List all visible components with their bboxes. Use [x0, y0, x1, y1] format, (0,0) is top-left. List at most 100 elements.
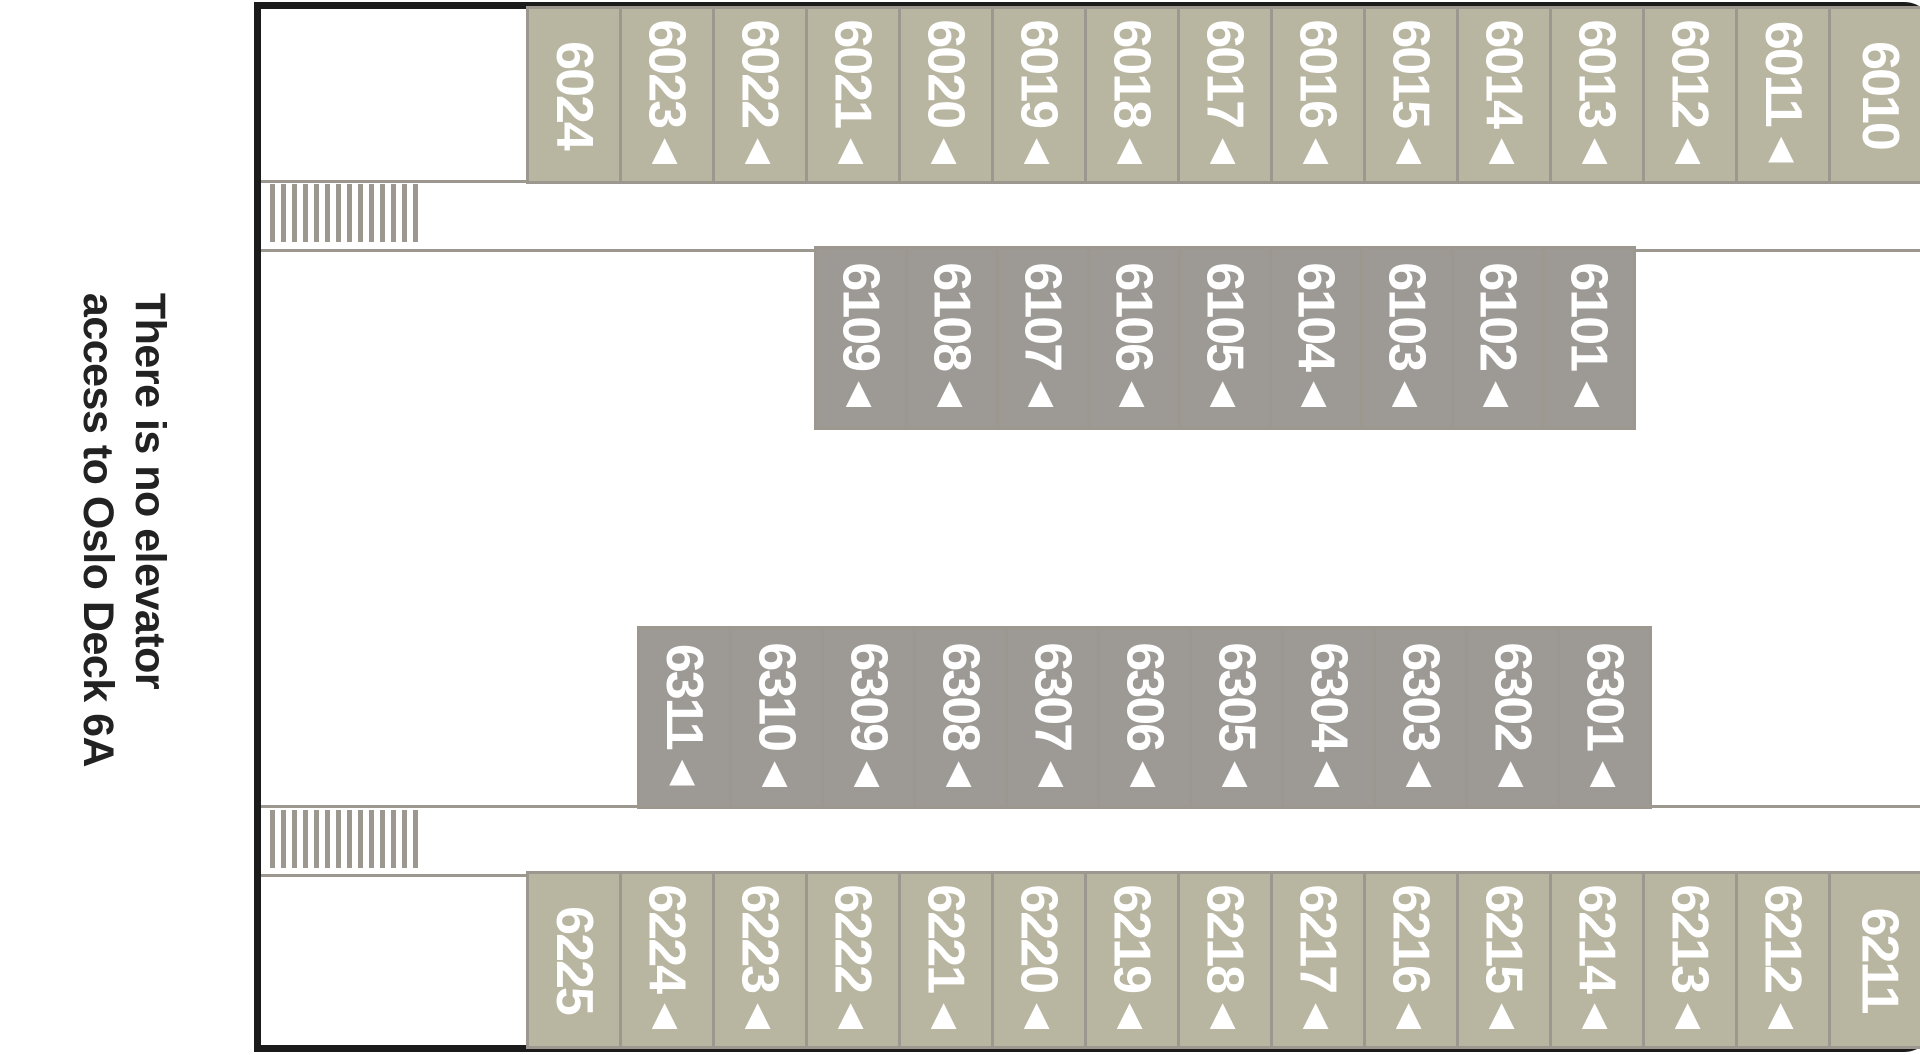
- cabin-6019[interactable]: 6019▲: [991, 6, 1087, 184]
- triangle-icon: ▲: [643, 124, 685, 174]
- cabin-number: 6305: [1207, 641, 1266, 750]
- cabin-number: 6023: [638, 19, 696, 128]
- triangle-icon: ▲: [829, 989, 871, 1039]
- cabin-6306[interactable]: 6306▲: [1097, 626, 1192, 809]
- cabin-6218[interactable]: 6218▲: [1177, 871, 1273, 1049]
- triangle-icon: ▲: [1294, 989, 1336, 1039]
- cabin-6011[interactable]: 6011▲: [1735, 6, 1831, 184]
- triangle-icon: ▲: [1580, 747, 1623, 797]
- cabin-6108[interactable]: 6108▲: [905, 246, 999, 430]
- cabin-6014[interactable]: 6014▲: [1456, 6, 1552, 184]
- cabin-6221[interactable]: 6221▲: [898, 871, 994, 1049]
- cabin-number: 6222: [824, 884, 882, 993]
- cabin-6222[interactable]: 6222▲: [805, 871, 901, 1049]
- cabin-6303[interactable]: 6303▲: [1373, 626, 1468, 809]
- cabin-number: 6218: [1196, 884, 1254, 993]
- cabin-6225[interactable]: 6225: [526, 871, 622, 1049]
- triangle-icon: ▲: [752, 747, 795, 797]
- cabin-number: 6302: [1483, 641, 1542, 750]
- cabin-6109[interactable]: 6109▲: [814, 246, 908, 430]
- cabin-6304[interactable]: 6304▲: [1281, 626, 1376, 809]
- cabin-6102[interactable]: 6102▲: [1451, 246, 1545, 430]
- cabin-number: 6012: [1661, 19, 1719, 128]
- cabin-number: 6304: [1299, 641, 1358, 750]
- cabin-6308[interactable]: 6308▲: [913, 626, 1008, 809]
- cabin-6013[interactable]: 6013▲: [1549, 6, 1645, 184]
- triangle-icon: ▲: [1015, 989, 1057, 1039]
- cabin-number: 6309: [839, 641, 898, 750]
- cabin-number: 6105: [1196, 262, 1254, 371]
- triangle-icon: ▲: [1108, 124, 1150, 174]
- cabin-6223[interactable]: 6223▲: [712, 871, 808, 1049]
- triangle-icon: ▲: [1015, 124, 1057, 174]
- cabin-6224[interactable]: 6224▲: [619, 871, 715, 1049]
- cabin-6305[interactable]: 6305▲: [1189, 626, 1284, 809]
- cabin-6017[interactable]: 6017▲: [1177, 6, 1273, 184]
- cabin-6107[interactable]: 6107▲: [996, 246, 1090, 430]
- corridor-lower: [261, 805, 1920, 874]
- cabin-6220[interactable]: 6220▲: [991, 871, 1087, 1049]
- cabin-6311[interactable]: 6311▲: [637, 626, 732, 809]
- cabin-6021[interactable]: 6021▲: [805, 6, 901, 184]
- triangle-icon: ▲: [1028, 747, 1071, 797]
- cabin-6302[interactable]: 6302▲: [1465, 626, 1560, 809]
- triangle-icon: ▲: [1294, 124, 1336, 174]
- cabin-number: 6015: [1382, 19, 1440, 128]
- cabin-6103[interactable]: 6103▲: [1360, 246, 1454, 430]
- cabin-number: 6225: [545, 906, 603, 1014]
- cabin-6010[interactable]: 6010: [1828, 6, 1920, 184]
- cabin-6020[interactable]: 6020▲: [898, 6, 994, 184]
- cabin-6307[interactable]: 6307▲: [1005, 626, 1100, 809]
- triangle-icon: ▲: [1488, 747, 1531, 797]
- triangle-icon: ▲: [1212, 747, 1255, 797]
- cabin-6310[interactable]: 6310▲: [729, 626, 824, 809]
- cabin-number: 6109: [832, 262, 890, 371]
- triangle-icon: ▲: [1201, 367, 1243, 417]
- cabin-number: 6223: [731, 884, 789, 993]
- triangle-icon: ▲: [643, 989, 685, 1039]
- cabin-6015[interactable]: 6015▲: [1363, 6, 1459, 184]
- stairs-upper: [266, 184, 446, 242]
- triangle-icon: ▲: [1019, 367, 1061, 417]
- stairs-lower: [266, 810, 446, 868]
- cabin-6018[interactable]: 6018▲: [1084, 6, 1180, 184]
- triangle-icon: ▲: [922, 124, 964, 174]
- triangle-icon: ▲: [1666, 989, 1708, 1039]
- cabin-number: 6310: [747, 641, 806, 750]
- cabin-6022[interactable]: 6022▲: [712, 6, 808, 184]
- triangle-icon: ▲: [660, 745, 703, 795]
- triangle-icon: ▲: [1565, 367, 1607, 417]
- triangle-icon: ▲: [1573, 989, 1615, 1039]
- cabin-6016[interactable]: 6016▲: [1270, 6, 1366, 184]
- triangle-icon: ▲: [844, 747, 887, 797]
- cabin-6101[interactable]: 6101▲: [1542, 246, 1636, 430]
- cabin-6214[interactable]: 6214▲: [1549, 871, 1645, 1049]
- cabin-number: 6217: [1289, 884, 1347, 993]
- cabin-6012[interactable]: 6012▲: [1642, 6, 1738, 184]
- cabin-6216[interactable]: 6216▲: [1363, 871, 1459, 1049]
- cabin-6024[interactable]: 6024: [526, 6, 622, 184]
- triangle-icon: ▲: [1304, 747, 1347, 797]
- cabin-number: 6108: [923, 262, 981, 371]
- cabin-6301[interactable]: 6301▲: [1557, 626, 1652, 809]
- cabin-6215[interactable]: 6215▲: [1456, 871, 1552, 1049]
- cabin-number: 6101: [1560, 262, 1618, 371]
- cabin-6104[interactable]: 6104▲: [1269, 246, 1363, 430]
- cabin-6211[interactable]: 6211: [1828, 871, 1920, 1049]
- triangle-icon: ▲: [1396, 747, 1439, 797]
- cabin-number: 6104: [1287, 262, 1345, 371]
- cabin-6217[interactable]: 6217▲: [1270, 871, 1366, 1049]
- cabin-number: 6221: [917, 884, 975, 993]
- cabin-6105[interactable]: 6105▲: [1178, 246, 1272, 430]
- cabin-6023[interactable]: 6023▲: [619, 6, 715, 184]
- cabin-6213[interactable]: 6213▲: [1642, 871, 1738, 1049]
- triangle-icon: ▲: [928, 367, 970, 417]
- cabin-number: 6020: [917, 19, 975, 128]
- cabin-number: 6103: [1378, 262, 1436, 371]
- cabin-6309[interactable]: 6309▲: [821, 626, 916, 809]
- cabin-number: 6308: [931, 641, 990, 750]
- cabin-6106[interactable]: 6106▲: [1087, 246, 1181, 430]
- cabin-6219[interactable]: 6219▲: [1084, 871, 1180, 1049]
- cabin-6212[interactable]: 6212▲: [1735, 871, 1831, 1049]
